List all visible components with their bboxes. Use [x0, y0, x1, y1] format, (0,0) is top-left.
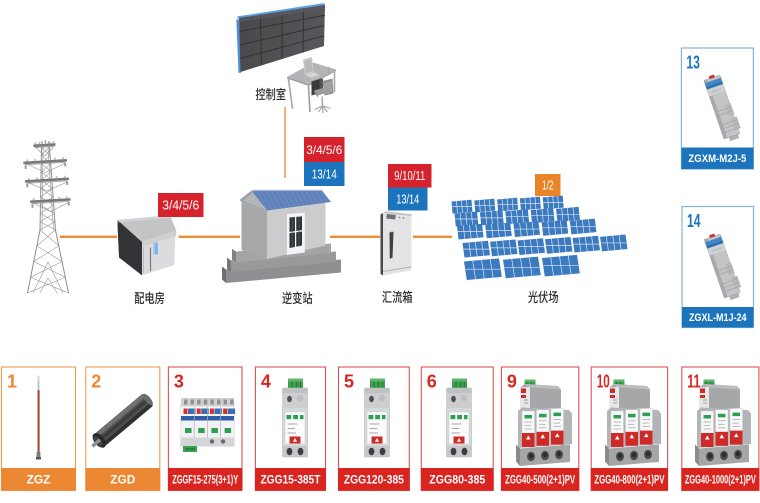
svg-text:ZGG15-385T: ZGG15-385T [260, 474, 320, 486]
svg-text:ZGG40-500(2+1)PV: ZGG40-500(2+1)PV [505, 474, 575, 486]
svg-text:ZGD: ZGD [110, 474, 135, 486]
svg-text:ZGG40-1000(2+1)PV: ZGG40-1000(2+1)PV [685, 474, 756, 486]
svg-text:13/14: 13/14 [312, 167, 337, 181]
svg-text:3: 3 [174, 371, 184, 391]
svg-text:14: 14 [687, 211, 701, 231]
svg-text:2: 2 [91, 371, 101, 391]
svg-text:5: 5 [344, 371, 354, 391]
svg-text:4: 4 [261, 371, 271, 391]
svg-text:ZGXL-M1J-24: ZGXL-M1J-24 [689, 312, 747, 324]
svg-text:ZGG40-800(2+1)PV: ZGG40-800(2+1)PV [594, 474, 664, 486]
svg-text:ZGXM-M2J-5: ZGXM-M2J-5 [688, 153, 746, 165]
svg-text:3/4/5/6: 3/4/5/6 [306, 143, 342, 157]
svg-text:1/2: 1/2 [542, 178, 554, 192]
svg-text:ZGGF15-275(3+1)Y: ZGGF15-275(3+1)Y [172, 474, 238, 486]
svg-text:11: 11 [687, 371, 700, 391]
svg-text:3/4/5/6: 3/4/5/6 [162, 198, 199, 212]
svg-text:ZGZ: ZGZ [27, 474, 51, 486]
svg-text:ZGG120-385: ZGG120-385 [344, 474, 405, 486]
svg-text:10: 10 [597, 371, 610, 391]
svg-text:9/10/11: 9/10/11 [394, 169, 425, 183]
svg-text:6: 6 [427, 371, 437, 391]
svg-text:ZGG80-385: ZGG80-385 [429, 474, 486, 486]
svg-text:13/14: 13/14 [396, 192, 419, 206]
svg-text:1: 1 [7, 371, 17, 391]
svg-text:9: 9 [507, 371, 517, 391]
svg-text:13: 13 [686, 53, 700, 73]
